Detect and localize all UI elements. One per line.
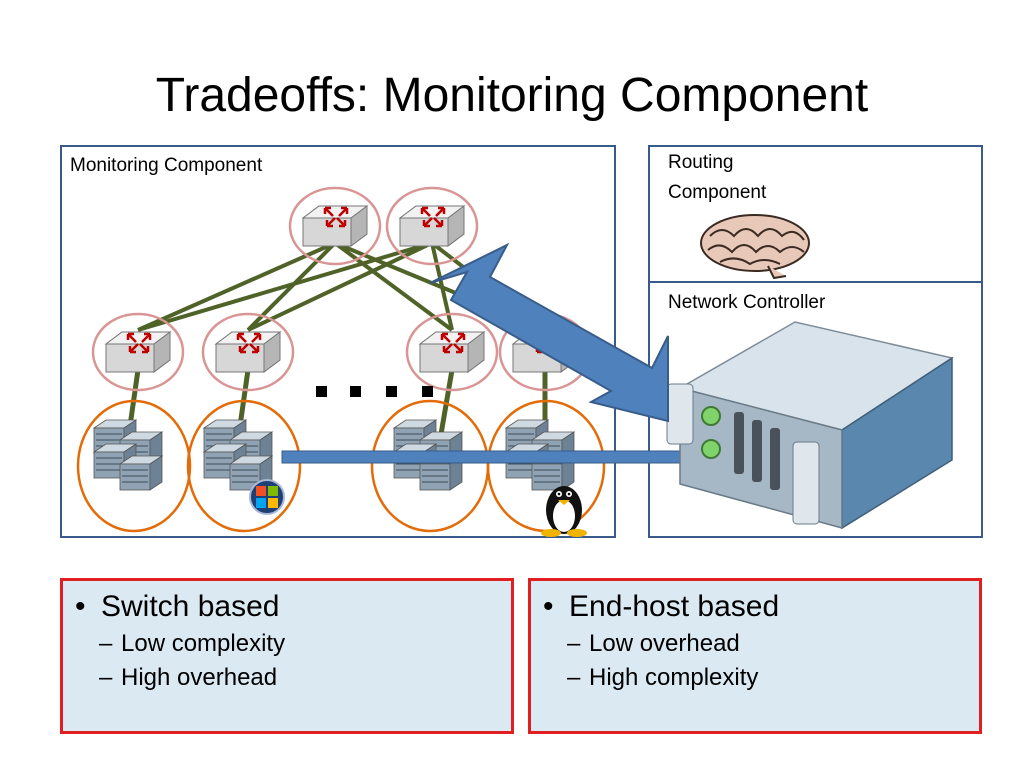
windows-logo-icon (249, 479, 285, 515)
network-controller-label: Network Controller (668, 292, 826, 313)
host-to-controller-arrow (281, 440, 713, 474)
switch-icon (398, 204, 466, 248)
switch-icon (104, 330, 172, 374)
switch-based-item-2: High overhead (63, 663, 511, 693)
server-rack-icon (204, 420, 272, 490)
host-ring-2 (186, 399, 302, 533)
edge-switch-ring-3 (405, 312, 499, 392)
monitoring-component-label: Monitoring Component (70, 155, 263, 176)
switch-icon (418, 330, 486, 374)
ellipsis-dots (316, 386, 433, 397)
edge-switch-ring-1 (91, 312, 185, 392)
routing-component-label-line2: Component (668, 182, 767, 203)
brain-icon (700, 214, 810, 280)
switch-based-heading: Switch based (63, 589, 511, 625)
linux-tux-icon (541, 486, 587, 537)
host-ring-1 (76, 399, 192, 533)
slide-title: Tradeoffs: Monitoring Component (155, 69, 869, 122)
end-host-based-item-1: Low overhead (531, 629, 979, 659)
switch-icon (214, 330, 282, 374)
switch-based-item-1: Low complexity (63, 629, 511, 659)
end-host-based-heading: End-host based (531, 589, 979, 625)
server-rack-icon (94, 420, 162, 490)
edge-switch-ring-2 (201, 312, 295, 392)
network-controller-server-icon (666, 321, 954, 530)
core-switch-ring-1 (288, 186, 382, 266)
end-host-based-item-2: High complexity (531, 663, 979, 693)
switch-to-controller-arrow (429, 242, 669, 423)
core-switch-ring-2 (385, 186, 479, 266)
switch-icon (301, 204, 369, 248)
routing-component-label-line1: Routing (668, 152, 734, 173)
switch-based-box: Switch based Low complexity High overhea… (60, 578, 514, 734)
end-host-based-box: End-host based Low overhead High complex… (528, 578, 982, 734)
